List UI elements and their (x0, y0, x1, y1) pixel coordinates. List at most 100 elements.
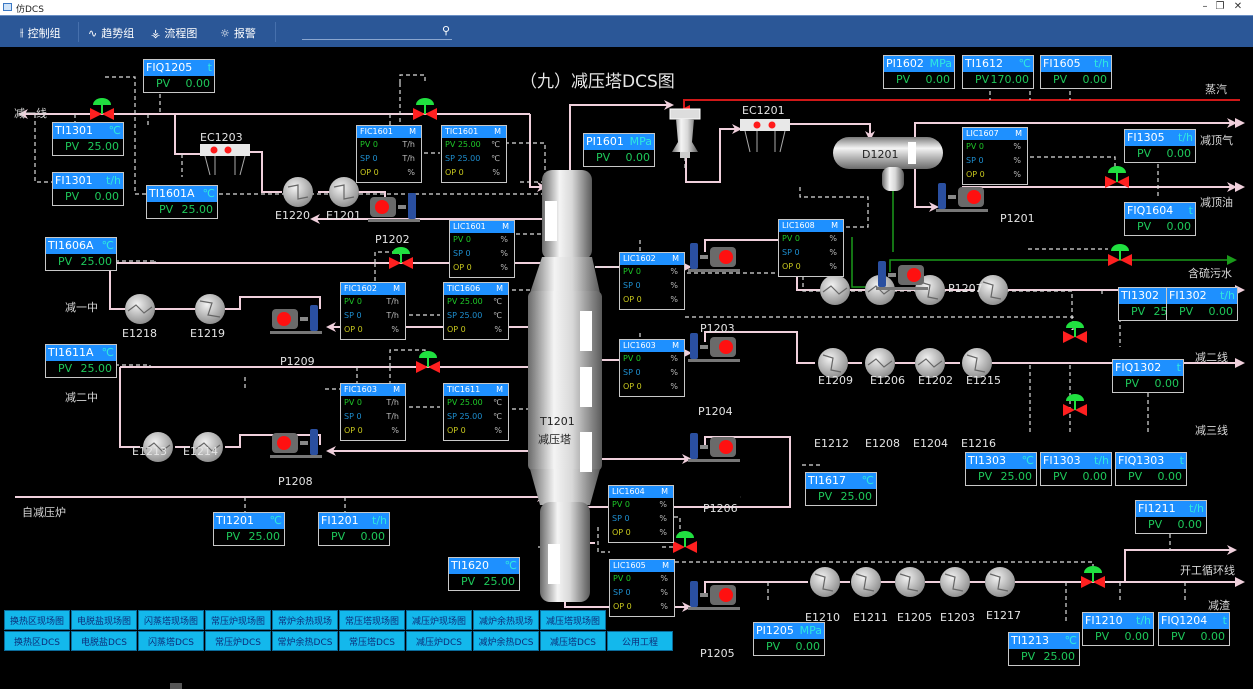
controller-op[interactable]: OP 0% (341, 323, 405, 337)
controller-sp[interactable]: SP 0% (620, 279, 684, 293)
nav-field-button[interactable]: 减炉余热现场 (473, 610, 539, 630)
controller-mode[interactable]: M (672, 254, 679, 263)
controller-op[interactable]: OP 0% (341, 424, 405, 438)
nav-field-button[interactable]: 减压塔现场图 (540, 610, 606, 630)
control-valve-icon[interactable] (673, 531, 697, 553)
nav-field-button[interactable]: 常炉余热现场 (272, 610, 338, 630)
controller-sp[interactable]: SP 0% (609, 512, 673, 526)
controller-op[interactable]: OP 0% (444, 424, 508, 438)
control-valve-icon[interactable] (1108, 244, 1132, 266)
controller-mode[interactable]: M (393, 284, 400, 293)
nav-field-button[interactable]: 减压炉现场图 (406, 610, 472, 630)
controller-mode[interactable]: M (496, 385, 503, 394)
nav-dcs-button[interactable]: 电脱盐DCS (71, 631, 137, 651)
pump-p1209[interactable] (270, 305, 322, 334)
controller-sp[interactable]: SP 0% (779, 246, 843, 260)
controller-op[interactable]: OP 0% (620, 293, 684, 307)
controller-op[interactable]: OP 0% (450, 261, 514, 275)
controller-mode[interactable]: M (1015, 129, 1022, 138)
toolbar-alarm[interactable]: ☼ 报警 (220, 25, 256, 41)
controller-sp[interactable]: SP 0% (610, 586, 674, 600)
nav-field-button[interactable]: 换热区现场图 (4, 610, 70, 630)
controller-sp[interactable]: SP 0% (620, 366, 684, 380)
control-valve-icon[interactable] (90, 98, 114, 120)
pump-p1203[interactable] (688, 243, 740, 272)
controller-op[interactable]: OP 0% (357, 166, 421, 180)
controller-mode[interactable]: M (662, 561, 669, 570)
nav-dcs-button[interactable]: 减炉余热DCS (473, 631, 539, 651)
air-cooler-ec1203[interactable] (200, 144, 250, 176)
controller-mode[interactable]: M (831, 221, 838, 230)
control-valve-icon[interactable] (413, 98, 437, 120)
search-input[interactable]: ⚲ (302, 24, 452, 40)
close-button[interactable]: ✕ (1233, 1, 1243, 12)
minimize-button[interactable]: – (1202, 1, 1208, 12)
search-icon[interactable]: ⚲ (441, 24, 450, 37)
control-valve-icon[interactable] (1063, 394, 1087, 416)
pump-p1206[interactable] (688, 433, 740, 462)
nav-dcs-button[interactable]: 公用工程 (607, 631, 673, 651)
controller-op[interactable]: OP 0% (620, 380, 684, 394)
controller-mode[interactable]: M (494, 127, 501, 136)
ejector[interactable] (669, 108, 701, 158)
controller-op[interactable]: OP 0% (610, 600, 674, 614)
control-valve-icon[interactable] (416, 351, 440, 373)
controller-sp[interactable]: SP 0% (963, 154, 1027, 168)
toolbar-trend-group[interactable]: ∿ 趋势组 (88, 25, 134, 41)
controller-op[interactable]: OP 0% (963, 168, 1027, 182)
toolbar-control-group[interactable]: ⫲ 控制组 (20, 25, 61, 41)
controller-op[interactable]: OP 0% (444, 323, 508, 337)
control-valve-icon[interactable] (389, 247, 413, 269)
controller-mode[interactable]: M (393, 385, 400, 394)
drum-d1201[interactable] (833, 137, 943, 191)
controller-sp[interactable]: SP 25.00℃ (444, 410, 508, 424)
toolbar-flowchart[interactable]: ⚶ 流程图 (151, 25, 197, 41)
pump-p1207[interactable] (876, 261, 928, 290)
controller-sp[interactable]: SP 25.00℃ (444, 309, 508, 323)
pump-p1201[interactable] (936, 183, 988, 212)
nav-field-button[interactable]: 闪蒸塔现场图 (138, 610, 204, 630)
pump-p1208[interactable] (270, 429, 322, 458)
air-cooler-ec1201[interactable] (740, 119, 790, 153)
controller-op[interactable]: OP 0% (609, 526, 673, 540)
nav-dcs-button[interactable]: 常炉余热DCS (272, 631, 338, 651)
nav-dcs-button[interactable]: 换热区DCS (4, 631, 70, 651)
nav-dcs-button[interactable]: 减压塔DCS (540, 631, 606, 651)
nav-field-button[interactable]: 电脱盐现场图 (71, 610, 137, 630)
control-valve-icon[interactable] (1081, 566, 1105, 588)
control-valve-icon[interactable] (1105, 166, 1129, 188)
nav-dcs-button[interactable]: 常压塔DCS (339, 631, 405, 651)
pump-p1202[interactable] (368, 193, 420, 222)
pump-p1205[interactable] (688, 581, 740, 610)
